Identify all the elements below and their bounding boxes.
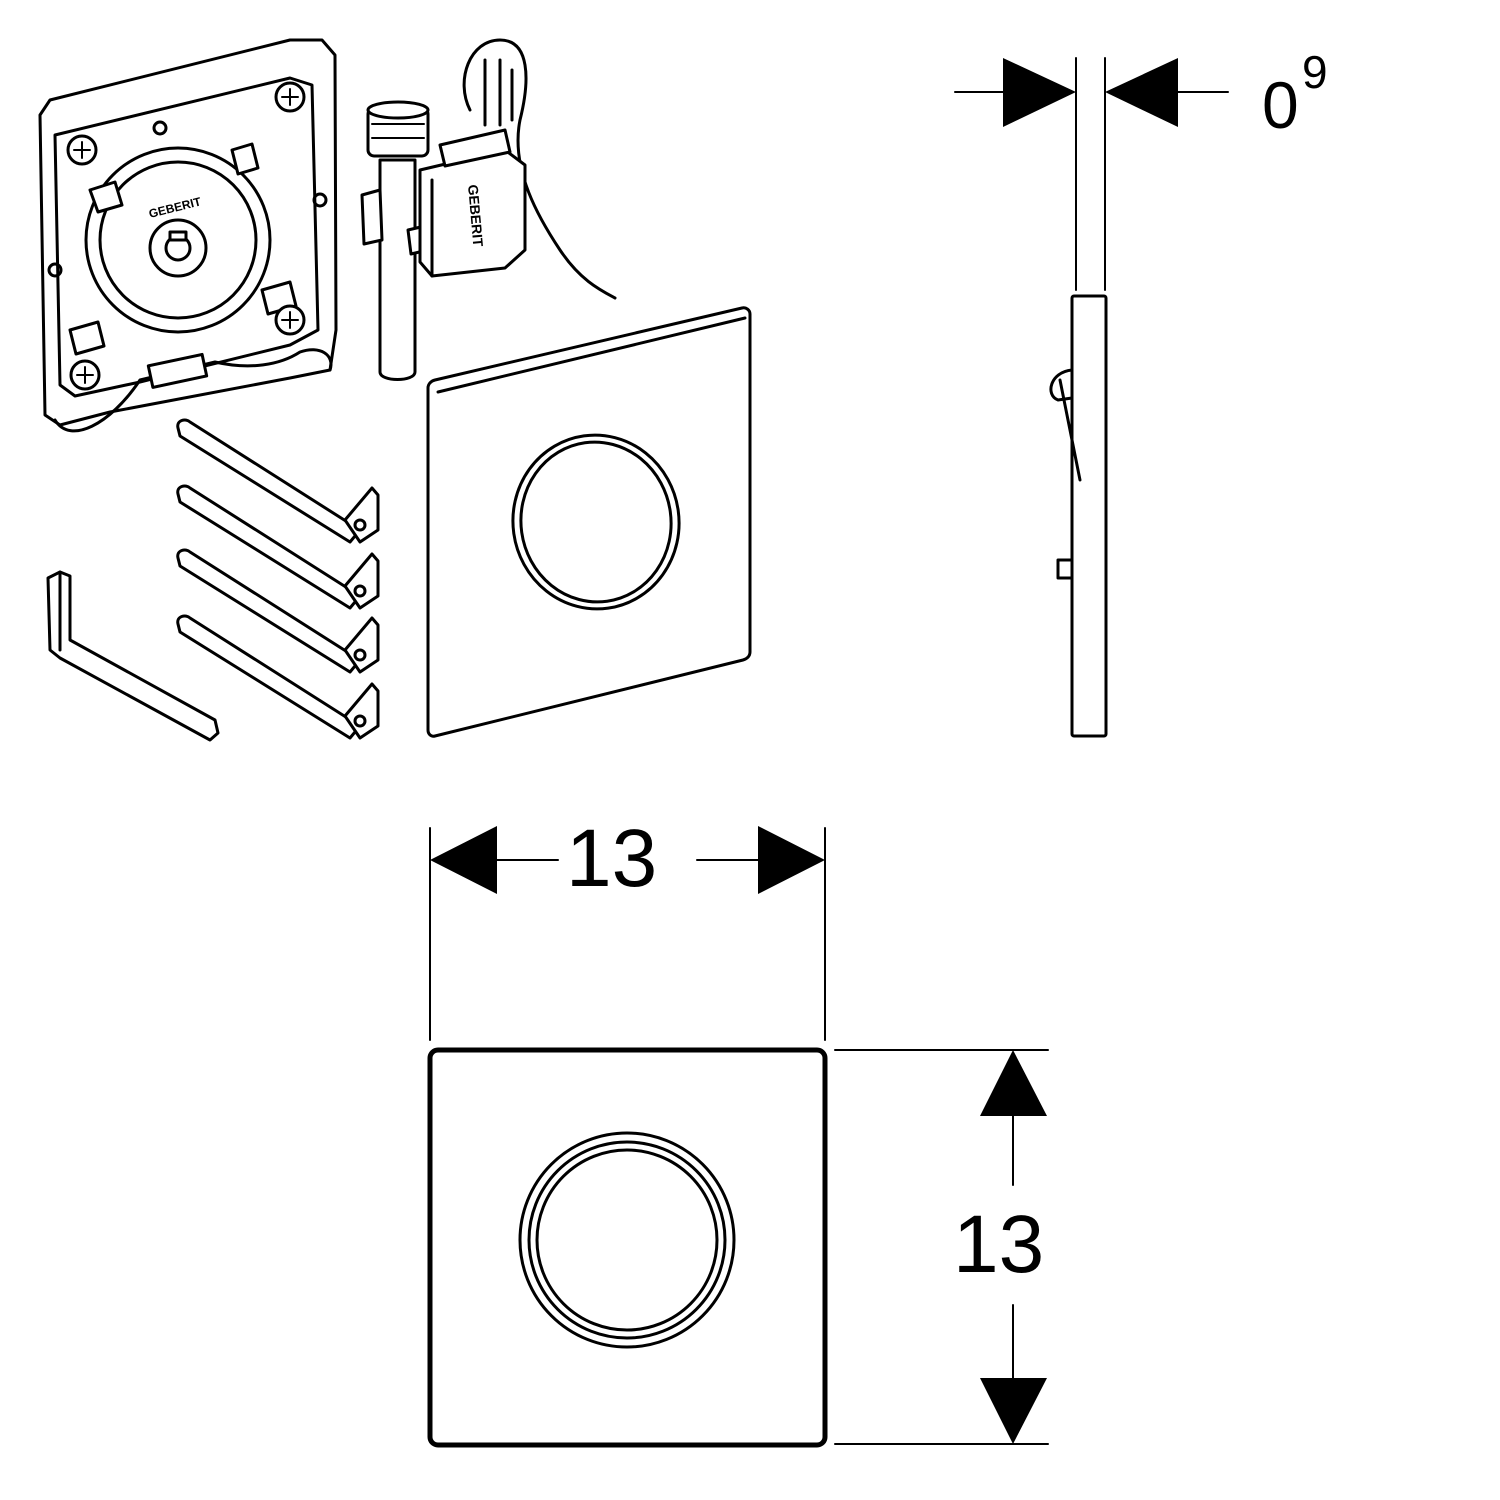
side-view (1049, 294, 1108, 738)
threaded-screw-1 (176, 418, 380, 544)
width-arrow-right (758, 826, 825, 894)
width-arrow-left (430, 826, 497, 894)
mounting-frame: GEBERIT (38, 38, 338, 433)
valve-logo: GEBERIT (465, 184, 486, 248)
width-label: 13 (566, 813, 657, 904)
threaded-screw-2 (176, 484, 380, 610)
actuator-plate-perspective (426, 306, 752, 738)
thickness-arrow-right (1105, 58, 1178, 127)
frame-screw-bottom-right (274, 304, 306, 336)
width-dimension: 13 (429, 813, 826, 1041)
height-label: 13 (953, 1199, 1044, 1290)
hex-key (46, 570, 220, 742)
frame-screw-bottom-left (69, 359, 101, 391)
threaded-screw-4 (176, 614, 380, 740)
thickness-superscript: 9 (1302, 46, 1328, 98)
thickness-arrow-left (1003, 58, 1076, 127)
frame-screw-top-left (66, 134, 98, 166)
front-view (427, 1047, 828, 1448)
height-arrow-bottom (980, 1378, 1047, 1444)
thickness-label: 0 (1262, 68, 1299, 142)
threaded-screw-3 (176, 548, 380, 674)
thickness-dimension: 0 9 (954, 46, 1328, 291)
height-arrow-top (980, 1050, 1047, 1116)
frame-screw-top-right (274, 81, 306, 113)
mounting-screws (176, 418, 380, 740)
height-dimension: 13 (834, 1049, 1049, 1445)
valve-unit: GEBERIT (360, 38, 617, 381)
